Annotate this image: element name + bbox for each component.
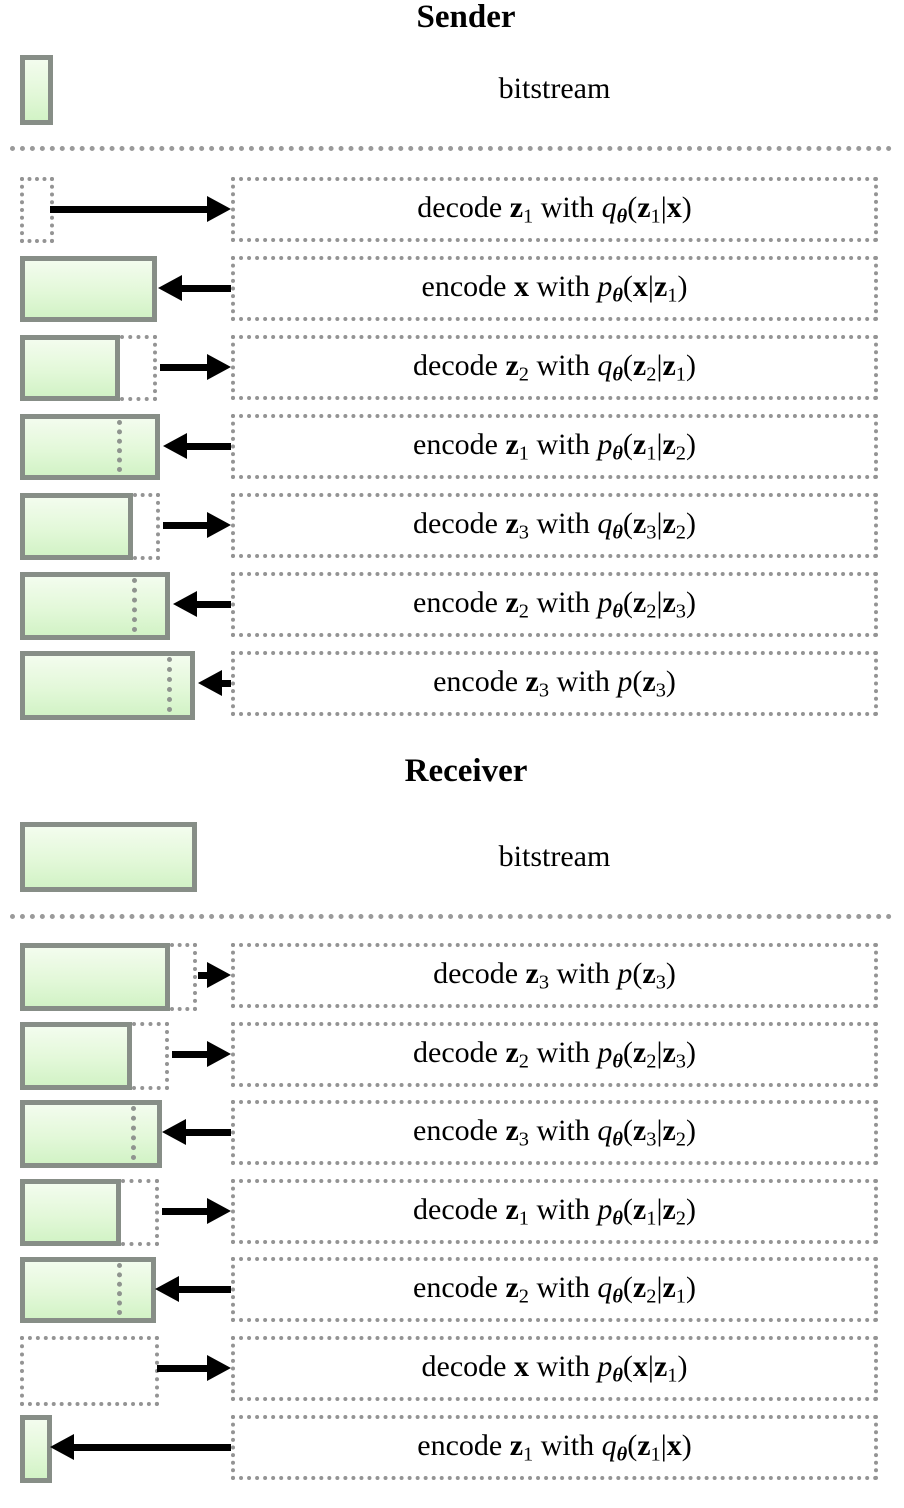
- receiver-step-1-decode-z3-bitstream-bar-removed-part: [170, 943, 197, 1011]
- receiver-step-5-encode-z2-bitstream-bar: [20, 1257, 156, 1323]
- sender-step-1-decode-z1-arrow-line: [50, 206, 209, 213]
- sender-step-2-encode-x-arrow-left-icon: [158, 275, 182, 301]
- receiver-bitstream-label: bitstream: [498, 840, 611, 873]
- receiver-step-3-encode-z3-operation-label: encode z3 with qθ(z3|z2): [413, 1113, 696, 1151]
- receiver-step-7-encode-z1-operation-label: encode z1 with qθ(z1|x): [417, 1428, 692, 1466]
- sender-step-4-encode-z1-operation-label: encode z1 with pθ(z1|z2): [413, 427, 696, 465]
- receiver-step-7-encode-z1-arrow-line: [72, 1444, 231, 1451]
- receiver-step-4-decode-z1-arrow-right-icon: [207, 1198, 231, 1224]
- sender-step-4-encode-z1-bitstream-bar: [20, 414, 160, 480]
- receiver-step-1-decode-z3-operation-box: decode z3 with p(z3): [231, 943, 878, 1008]
- receiver-step-1-decode-z3-operation-label: decode z3 with p(z3): [433, 956, 676, 994]
- sender-step-7-encode-z3-arrow-left-icon: [198, 670, 222, 696]
- sender-step-5-decode-z3-arrow-right-icon: [207, 512, 231, 538]
- receiver-step-6-decode-x-arrow-line: [157, 1365, 209, 1372]
- sender-step-3-decode-z2-operation-label: decode z2 with qθ(z2|z1): [413, 348, 696, 386]
- receiver-step-1-decode-z3-arrow-line: [198, 972, 209, 979]
- receiver-step-2-decode-z2-arrow-line: [172, 1051, 209, 1058]
- sender-step-4-encode-z1-arrow-line: [185, 443, 231, 450]
- receiver-step-2-decode-z2-bitstream-bar-removed-part: [132, 1022, 169, 1090]
- sender-step-1-decode-z1-arrow-right-icon: [207, 196, 231, 222]
- sender-step-6-encode-z2-arrow-line: [195, 601, 231, 608]
- sender-step-7-encode-z3-operation-box: encode z3 with p(z3): [231, 651, 878, 716]
- receiver-step-6-decode-x-bitstream-bar-empty: [20, 1336, 159, 1406]
- receiver-step-2-decode-z2-operation-label: decode z2 with pθ(z2|z3): [413, 1035, 696, 1073]
- sender-step-3-decode-z2-arrow-right-icon: [207, 354, 231, 380]
- receiver-step-2-decode-z2-arrow-right-icon: [207, 1041, 231, 1067]
- receiver-step-5-encode-z2-operation-box: encode z2 with qθ(z2|z1): [231, 1257, 878, 1322]
- sender-step-4-encode-z1-bitstream-added-part-divider: [117, 420, 122, 472]
- receiver-step-7-encode-z1-bitstream-bar: [20, 1415, 52, 1483]
- sender-step-1-decode-z1-operation-label: decode z1 with qθ(z1|x): [417, 190, 692, 228]
- sender-step-7-encode-z3-bitstream-added-part-divider: [167, 657, 172, 712]
- sender-step-5-decode-z3-operation-box: decode z3 with qθ(z3|z2): [231, 493, 878, 558]
- sender-step-6-encode-z2-arrow-left-icon: [173, 591, 197, 617]
- receiver-step-1-decode-z3-bitstream-bar: [20, 943, 170, 1011]
- sender-step-1-decode-z1-bitstream-bar-empty: [20, 177, 54, 243]
- receiver-separator-dotted-line: [10, 914, 892, 919]
- receiver-step-5-encode-z2-arrow-line: [177, 1286, 231, 1293]
- sender-step-1-decode-z1-operation-box: decode z1 with qθ(z1|x): [231, 177, 878, 242]
- sender-step-7-encode-z3-operation-label: encode z3 with p(z3): [433, 664, 676, 702]
- receiver-step-7-encode-z1-arrow-left-icon: [50, 1434, 74, 1460]
- sender-step-6-encode-z2-operation-box: encode z2 with pθ(z2|z3): [231, 572, 878, 637]
- sender-step-7-encode-z3-arrow-line: [220, 680, 231, 687]
- receiver-step-6-decode-x-arrow-right-icon: [207, 1355, 231, 1381]
- receiver-step-3-encode-z3-bitstream-bar: [20, 1100, 162, 1168]
- receiver-step-6-decode-x-operation-box: decode x with pθ(x|z1): [231, 1336, 878, 1401]
- receiver-step-5-encode-z2-operation-label: encode z2 with qθ(z2|z1): [413, 1270, 696, 1308]
- sender-step-5-decode-z3-bitstream-bar-removed-part: [133, 493, 160, 560]
- receiver-step-2-decode-z2-bitstream-bar: [20, 1022, 132, 1090]
- sender-step-6-encode-z2-bitstream-added-part-divider: [132, 578, 137, 632]
- sender-step-3-decode-z2-operation-box: decode z2 with qθ(z2|z1): [231, 335, 878, 400]
- receiver-step-3-encode-z3-arrow-left-icon: [162, 1119, 186, 1145]
- sender-step-6-encode-z2-bitstream-bar: [20, 572, 170, 640]
- sender-step-6-encode-z2-operation-label: encode z2 with pθ(z2|z3): [413, 585, 696, 623]
- sender-step-4-encode-z1-operation-box: encode z1 with pθ(z1|z2): [231, 414, 878, 479]
- sender-separator-dotted-line: [10, 146, 892, 151]
- receiver-step-3-encode-z3-operation-box: encode z3 with qθ(z3|z2): [231, 1100, 878, 1165]
- sender-bitstream-label: bitstream: [498, 72, 611, 105]
- sender-step-3-decode-z2-bitstream-bar-removed-part: [120, 335, 157, 401]
- receiver-step-4-decode-z1-bitstream-bar: [20, 1179, 121, 1246]
- receiver-step-5-encode-z2-bitstream-added-part-divider: [117, 1263, 122, 1315]
- sender-step-5-decode-z3-arrow-line: [163, 522, 209, 529]
- receiver-step-4-decode-z1-operation-box: decode z1 with pθ(z1|z2): [231, 1179, 878, 1244]
- receiver-step-3-encode-z3-arrow-line: [184, 1129, 231, 1136]
- sender-step-2-encode-x-operation-box: encode x with pθ(x|z1): [231, 256, 878, 321]
- sender-step-5-decode-z3-operation-label: decode z3 with qθ(z3|z2): [413, 506, 696, 544]
- sender-step-5-decode-z3-bitstream-bar: [20, 493, 133, 560]
- receiver-step-4-decode-z1-operation-label: decode z1 with pθ(z1|z2): [413, 1192, 696, 1230]
- sender-step-4-encode-z1-arrow-left-icon: [163, 433, 187, 459]
- receiver-step-4-decode-z1-arrow-line: [162, 1208, 209, 1215]
- sender-step-2-encode-x-arrow-line: [180, 285, 231, 292]
- sender-step-2-encode-x-operation-label: encode x with pθ(x|z1): [421, 269, 688, 307]
- sender-step-3-decode-z2-bitstream-bar: [20, 335, 120, 401]
- receiver-bitstream-bar: [20, 822, 197, 892]
- sender-step-3-decode-z2-arrow-line: [160, 364, 209, 371]
- sender-title: Sender: [416, 0, 516, 35]
- receiver-step-2-decode-z2-operation-box: decode z2 with pθ(z2|z3): [231, 1022, 878, 1087]
- receiver-step-5-encode-z2-arrow-left-icon: [155, 1276, 179, 1302]
- sender-step-7-encode-z3-bitstream-bar: [20, 651, 195, 720]
- receiver-step-3-encode-z3-bitstream-added-part-divider: [131, 1106, 136, 1160]
- sender-bitstream-bar: [20, 55, 53, 125]
- sender-step-2-encode-x-bitstream-bar: [20, 256, 157, 322]
- receiver-title: Receiver: [404, 753, 528, 789]
- receiver-step-7-encode-z1-operation-box: encode z1 with qθ(z1|x): [231, 1415, 878, 1480]
- receiver-step-1-decode-z3-arrow-right-icon: [207, 962, 231, 988]
- receiver-step-6-decode-x-operation-label: decode x with pθ(x|z1): [421, 1349, 688, 1387]
- receiver-step-4-decode-z1-bitstream-bar-removed-part: [121, 1179, 159, 1246]
